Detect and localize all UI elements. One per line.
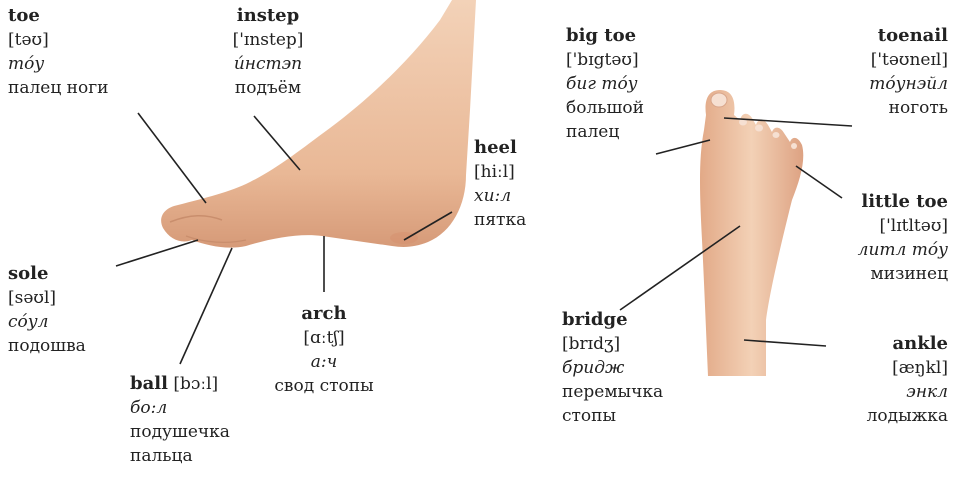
label-sole: sole [səʊl] сóул подошва [8, 262, 86, 358]
label-toenail: toenail ['təʊneɪl] тóунэйл ноготь [869, 24, 948, 120]
translit-little-toe: литл тóу [858, 238, 948, 262]
translit-ankle: энкл [867, 380, 948, 404]
term-instep: instep [198, 4, 338, 28]
ipa-bridge: [brɪdʒ] [562, 332, 663, 356]
ipa-sole: [səʊl] [8, 286, 86, 310]
label-arch: arch [ɑːtʃ] а:ч свод стопы [262, 302, 386, 398]
label-instep: instep ['ɪnstep] и́нстэп подъём [198, 4, 338, 100]
ru-bridge-line1: перемычка [562, 380, 663, 404]
leader-ball [180, 248, 232, 364]
label-bridge: bridge [brɪdʒ] бридж перемычка стопы [562, 308, 663, 428]
term-heel: heel [474, 136, 526, 160]
ipa-toe: [təʊ] [8, 28, 108, 52]
translit-sole: сóул [8, 310, 86, 334]
label-toe: toe [təʊ] тóу палец ноги [8, 4, 108, 100]
ru-ball-line1: подушечка [130, 420, 230, 444]
translit-toe: тóу [8, 52, 108, 76]
ru-toe: палец ноги [8, 76, 108, 100]
translit-bridge: бридж [562, 356, 663, 380]
label-ankle: ankle [æŋkl] энкл лодыжка [867, 332, 948, 428]
translit-arch: а:ч [262, 350, 386, 374]
ru-ankle: лодыжка [867, 404, 948, 428]
ipa-ankle: [æŋkl] [867, 356, 948, 380]
term-toe: toe [8, 4, 108, 28]
foot-top-view [700, 90, 803, 376]
ipa-little-toe: ['lɪtltəʊ] [858, 214, 948, 238]
ru-toenail: ноготь [869, 96, 948, 120]
term-little-toe: little toe [858, 190, 948, 214]
ru-heel: пятка [474, 208, 526, 232]
term-arch: arch [262, 302, 386, 326]
term-ball: ball [130, 373, 168, 394]
ru-little-toe: мизинец [858, 262, 948, 286]
ru-sole: подошва [8, 334, 86, 358]
label-heel: heel [hiːl] хи:л пятка [474, 136, 526, 232]
translit-heel: хи:л [474, 184, 526, 208]
ipa-toenail: ['təʊneɪl] [869, 48, 948, 72]
ipa-big-toe: ['bɪgtəʊ] [566, 48, 644, 72]
term-ankle: ankle [867, 332, 948, 356]
label-little-toe: little toe ['lɪtltəʊ] литл тóу мизинец [858, 190, 948, 286]
leader-little-toe [796, 166, 842, 198]
translit-big-toe: биг тóу [566, 72, 644, 96]
term-toenail: toenail [869, 24, 948, 48]
leader-sole [116, 240, 198, 266]
leader-toe [138, 113, 206, 203]
ru-arch: свод стопы [262, 374, 386, 398]
ru-bridge-line2: стопы [562, 404, 663, 428]
ru-big-toe-line1: большой [566, 96, 644, 120]
ipa-arch: [ɑːtʃ] [262, 326, 386, 350]
label-big-toe: big toe ['bɪgtəʊ] биг тóу большой палец [566, 24, 644, 144]
leader-instep [254, 116, 300, 170]
term-big-toe: big toe [566, 24, 644, 48]
ipa-ball: [bɔːl] [173, 374, 218, 394]
translit-ball: бо:л [130, 396, 230, 420]
ru-ball-line2: пальца [130, 444, 230, 468]
translit-toenail: тóунэйл [869, 72, 948, 96]
term-bridge: bridge [562, 308, 663, 332]
ipa-instep: ['ɪnstep] [198, 28, 338, 52]
ru-instep: подъём [198, 76, 338, 100]
translit-instep: и́нстэп [198, 52, 338, 76]
label-ball: ball [bɔːl] бо:л подушечка пальца [130, 372, 230, 468]
ru-big-toe-line2: палец [566, 120, 644, 144]
ipa-heel: [hiːl] [474, 160, 526, 184]
term-sole: sole [8, 262, 86, 286]
